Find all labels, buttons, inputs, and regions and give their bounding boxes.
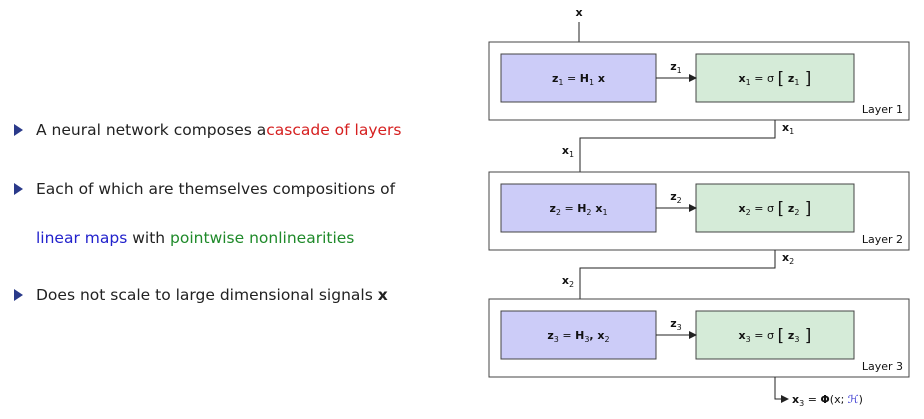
bullet-triangle-icon [14, 289, 23, 301]
bullet-item-3: Does not scale to large dimensional sign… [14, 286, 388, 304]
nonlinearity-box [695, 53, 855, 103]
z-edge-label: z3 [670, 317, 682, 332]
nonlinearity-equation: x2 = σ [ z2 ] [739, 199, 812, 219]
linear-equation: z2 = H2 x1 [549, 202, 607, 217]
layer-input-label: x1 [562, 144, 574, 159]
bullet-text: Each of which are themselves composition… [36, 180, 396, 198]
bullet-list: A neural network composes a cascade of l… [14, 121, 401, 304]
bullet-item-2: Each of which are themselves composition… [14, 180, 395, 198]
linear-map-box [500, 183, 657, 233]
nonlinearity-equation: x1 = σ [ z1 ] [739, 69, 812, 89]
linear-map-box [500, 53, 657, 103]
layer-input-label: x2 [562, 274, 574, 289]
bullet-text: Does not scale to large dimensional sign… [36, 286, 378, 304]
z-edge-label: z2 [670, 190, 682, 205]
layer-label: Layer 3 [862, 360, 903, 373]
output-equation: x3 = Φ(x; ℋ) [792, 393, 863, 408]
layer-connection-arrow [576, 250, 776, 312]
bullet-triangle-icon [14, 124, 23, 136]
layer-label: Layer 2 [862, 233, 903, 246]
nonlinearity-box [695, 183, 855, 233]
bullet-bold-symbol: x [377, 286, 388, 304]
bullet-text: A neural network composes a [36, 121, 267, 139]
output-arrow [774, 377, 789, 403]
layer-output-label: x1 [782, 121, 794, 136]
linear-map-box [500, 310, 657, 360]
linear-equation: z1 = H1 x [552, 72, 605, 87]
bullet-triangle-icon [14, 183, 23, 195]
input-label: x [575, 6, 582, 19]
nonlinearity-equation: x3 = σ [ z3 ] [739, 326, 812, 346]
linear-equation: z3 = H3, x2 [547, 329, 609, 344]
z-edge-label: z1 [670, 60, 682, 75]
bullet-item-2-continuation: linear maps with pointwise nonlinearitie… [36, 229, 354, 247]
bullet-highlight-linear: linear maps [36, 229, 128, 247]
bullet-text: with [127, 229, 171, 247]
layer-connection-arrow [576, 120, 776, 185]
bullet-item-1: A neural network composes a cascade of l… [14, 121, 401, 139]
layer-output-label: x2 [782, 251, 794, 266]
layer-label: Layer 1 [862, 103, 903, 116]
bullet-highlight-nonlinear: pointwise nonlinearities [170, 229, 355, 247]
bullet-highlight: cascade of layers [266, 121, 402, 139]
